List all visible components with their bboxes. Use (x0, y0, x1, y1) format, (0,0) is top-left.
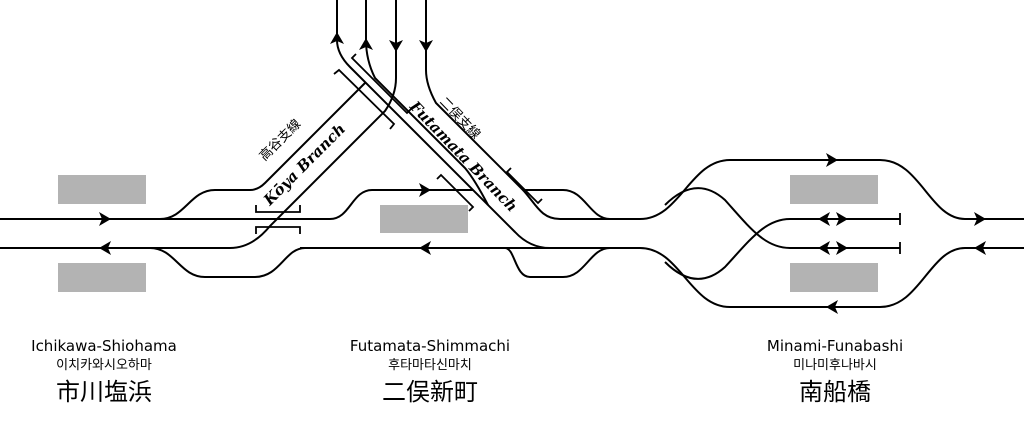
direction-arrow-icon (826, 153, 838, 167)
station-ichikawa-shiohama: Ichikawa-Shiohama 이치카와시오하마 市川塩浜 (31, 337, 177, 406)
station-name-ja: 市川塩浜 (56, 378, 152, 406)
track-eastbound-main (0, 189, 473, 220)
bridge-bracket-top-left (333, 68, 396, 130)
direction-arrow-icon (836, 241, 848, 255)
track-minami-down-main (639, 247, 1024, 308)
station-futamata-shimmachi: Futamata-Shimmachi 후타마타신마치 二俣新町 (350, 337, 510, 406)
track-minami-up-main (639, 159, 1024, 220)
platform-minami-north (790, 175, 878, 204)
station-name-ko: 미나미후나바시 (793, 358, 877, 373)
station-name-en: Ichikawa-Shiohama (31, 337, 177, 355)
station-name-ja: 二俣新町 (382, 378, 478, 406)
direction-arrow-icon (818, 241, 830, 255)
direction-arrow-icon (818, 212, 830, 226)
track-koya-inner (0, 0, 397, 249)
track-ichikawa-upper-loop-koya-outer (159, 81, 367, 220)
station-name-en: Futamata-Shimmachi (350, 337, 510, 355)
station-name-ja: 南船橋 (799, 378, 871, 406)
platform-ichikawa-north (58, 175, 146, 204)
track-futamata-branch-parallel (365, 0, 489, 206)
bridge-bracket-bottom-right (505, 167, 543, 205)
track-minami-siding-1 (664, 187, 900, 249)
direction-arrow-icon (826, 300, 838, 314)
track-futamata-upper-spur (523, 189, 611, 220)
direction-arrow-icon (99, 241, 111, 255)
platform-futamata (380, 205, 468, 233)
direction-arrow-icon (330, 32, 344, 44)
track-futamata-lower-loop (504, 247, 611, 278)
direction-arrow-icon (389, 40, 403, 52)
bridge-bracket-top-right (350, 53, 412, 115)
station-name-ko: 후타마타신마치 (388, 358, 472, 373)
direction-arrow-icon (419, 40, 433, 52)
direction-arrow-icon (974, 212, 986, 226)
station-name-ko: 이치카와시오하마 (56, 358, 152, 373)
station-minami-funabashi: Minami-Funabashi 미나미후나바시 南船橋 (767, 337, 903, 406)
track-ichikawa-lower-loop (149, 247, 306, 278)
direction-arrow-icon (99, 212, 111, 226)
track-futamata-branch-d2 (336, 0, 551, 249)
direction-arrow-icon (359, 38, 373, 50)
bridge-bracket-bottom-left (436, 173, 475, 212)
platform-ichikawa-south (58, 263, 146, 292)
direction-arrow-icon (419, 241, 431, 255)
koya-branch-label: Kōya Branch (259, 120, 349, 210)
direction-arrow-icon (419, 183, 431, 197)
direction-arrow-icon (974, 241, 986, 255)
station-name-en: Minami-Funabashi (767, 337, 903, 355)
koya-branch-label-ja: 高谷支線 (256, 116, 304, 164)
bridge-bracket-koya-lower (255, 226, 301, 234)
track-minami-siding-2 (664, 218, 900, 280)
direction-arrow-icon (836, 212, 848, 226)
track-futamata-branch-d1 (425, 0, 640, 220)
bridge-bracket-koya-upper (255, 205, 301, 213)
platform-minami-south (790, 263, 878, 292)
